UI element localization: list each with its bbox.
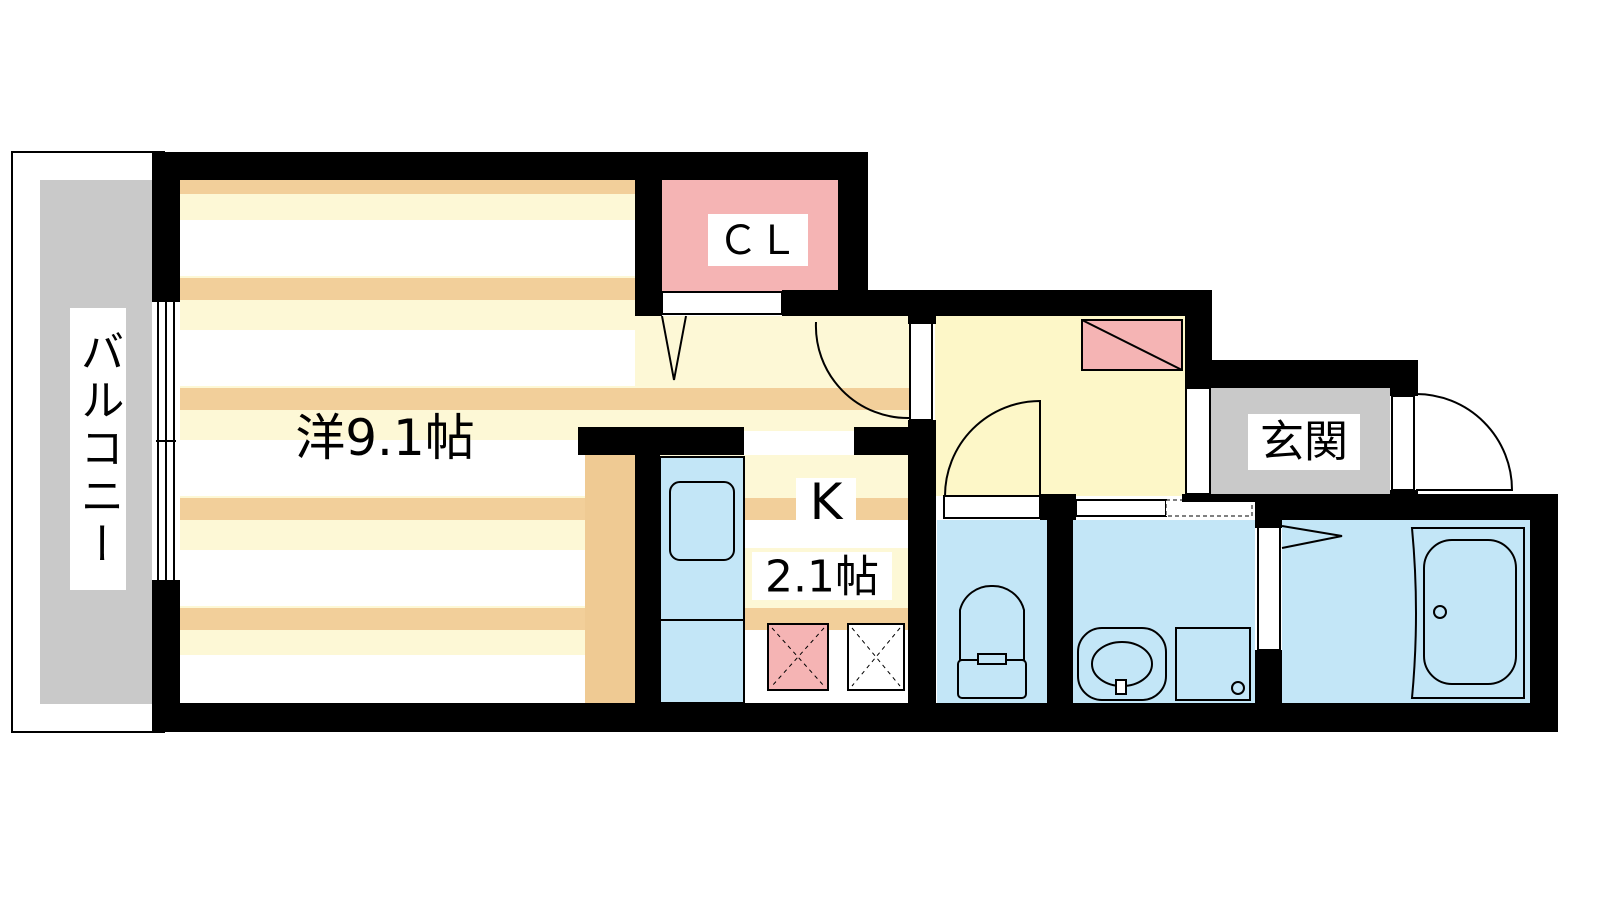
wall [854,427,910,455]
entrance-label-box [1248,414,1360,470]
wall [635,180,662,316]
closet-door-swing [661,315,687,381]
balcony-label: バルコニー [73,329,124,569]
toilet-bowl [959,584,1025,661]
toilet-room [937,520,1047,703]
closet-label: ＣＬ [718,218,798,264]
bathroom-door [1257,525,1281,651]
wall [578,427,744,455]
floor-stripe [180,278,635,300]
floor-stripe [180,388,635,410]
faucet-icon [1115,679,1127,695]
kitchen-sink [669,481,735,561]
wall [152,152,180,302]
floor-band [180,655,585,703]
kitchen: K 2.1帖 [585,455,910,705]
closet-label-box [708,214,808,266]
wall [152,703,1558,732]
wall [1182,494,1256,502]
bathtub-basin [1423,539,1517,685]
wall [1255,494,1395,520]
wall [908,316,936,324]
kitchen-size-label: 2.1帖 [765,552,879,603]
floor-stripe [180,608,585,630]
washroom-door [1075,499,1167,517]
wall [152,152,868,180]
washroom-door-sliding [1165,499,1253,517]
front-door [1391,395,1415,491]
kitchen-counter [585,455,635,705]
wall [838,152,868,316]
stove-burner [767,623,829,691]
floor-stripe [635,388,910,410]
balcony-window [152,302,180,580]
floor-band [180,440,585,496]
toilet-tank [957,659,1027,699]
kitchen-size-box [752,552,892,600]
wall [635,455,660,705]
walls [152,152,1558,732]
bathroom [1257,520,1530,703]
closet-door [661,291,783,315]
burner-mark [771,627,825,687]
wall [1185,360,1418,388]
closet: ＣＬ [661,180,838,381]
washing-machine-diagonal [1081,319,1183,371]
toilet-door [943,495,1041,519]
western-room-floor-ext [635,316,910,431]
floor-stripe [180,498,585,520]
western-room-label: 洋9.1帖 [295,409,475,467]
wall [578,427,586,455]
bathtub-drain-icon [1433,605,1447,619]
kitchen-label: K [810,473,844,531]
kitchen-door [909,321,933,421]
balcony-label-box [70,308,126,590]
toilet-door-swing [944,399,1041,497]
floor-band [180,550,585,606]
kitchen-label-box [796,478,856,526]
wall [1047,494,1073,708]
wall [908,420,936,708]
toilet-seat-hinge [977,653,1007,665]
wall [782,290,1212,316]
wall [1255,650,1282,708]
burner-mark [771,627,825,687]
entrance-label: 玄関 [1260,417,1348,468]
front-door-swing [1415,393,1514,491]
balcony: バルコニー [11,151,165,733]
drain-icon [1231,681,1245,695]
washroom [1073,499,1255,703]
wall [1530,494,1558,732]
hallway [814,316,1185,519]
entrance: 玄関 [1185,387,1514,495]
floor-stripe [180,180,635,194]
kitchen-door-swing [814,321,911,420]
wall [1390,360,1418,396]
western-room: 洋9.1帖 [180,180,910,705]
floor-band [180,330,635,386]
bathroom-door-swing [1281,525,1343,549]
floor-band [180,220,635,276]
wall [1040,494,1076,520]
entrance-step [1185,387,1211,495]
